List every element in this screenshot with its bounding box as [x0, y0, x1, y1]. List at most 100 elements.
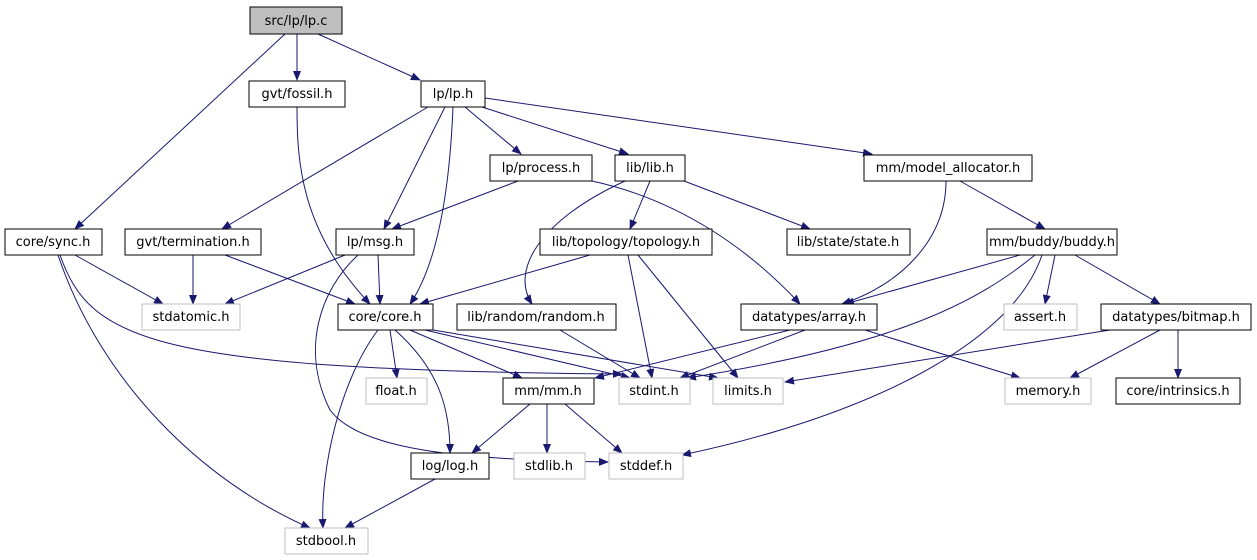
edge-msg-stddef	[315, 254, 609, 466]
node-float-h[interactable]: float.h	[365, 377, 428, 405]
node-label: lp/lp.h	[433, 87, 473, 102]
node-lib-lib-h[interactable]: lib/lib.h	[614, 154, 686, 182]
edge-msg-core	[375, 254, 384, 305]
edge-log-stdbool	[344, 478, 436, 529]
node-mm-mm-h[interactable]: mm/mm.h	[502, 377, 595, 405]
edge-bitmap-limits	[784, 329, 1111, 385]
node-stdatomic-h[interactable]: stdatomic.h	[141, 303, 241, 331]
edge-topology-limits	[637, 254, 739, 379]
edge-lpc-lph	[317, 33, 421, 81]
edge-mm-log	[471, 403, 531, 454]
edge-lpc-sync	[74, 33, 286, 230]
node-src-lp-lp-c[interactable]: src/lp/lp.c	[249, 6, 343, 35]
edge-sync-stdatomic	[74, 254, 164, 305]
node-label: lp/msg.h	[347, 235, 403, 250]
edge-lph-msg	[383, 106, 446, 230]
node-label: float.h	[375, 384, 417, 399]
edge-allocator-buddy	[959, 180, 1046, 230]
edge-lph-lib	[481, 106, 629, 156]
node-label: memory.h	[1016, 384, 1081, 399]
node-lib-topology-topology-h[interactable]: lib/topology/topology.h	[539, 228, 713, 256]
node-core-sync-h[interactable]: core/sync.h	[4, 228, 103, 256]
node-label: lp/process.h	[502, 161, 581, 176]
node-log-log-h[interactable]: log/log.h	[410, 452, 490, 480]
edge-array-stdint	[679, 329, 806, 379]
edge-topology-core	[419, 254, 591, 306]
edge-buddy-stdint	[686, 254, 1036, 381]
edge-sync-stdbool	[57, 254, 311, 529]
node-stdint-h[interactable]: stdint.h	[618, 377, 691, 405]
node-label: mm/model_allocator.h	[876, 161, 1021, 176]
edge-process-msg	[391, 180, 519, 230]
edge-lph-term	[221, 106, 429, 230]
node-assert-h[interactable]: assert.h	[1003, 303, 1078, 331]
edge-array-memory	[864, 329, 1021, 380]
node-stdbool-h[interactable]: stdbool.h	[284, 527, 369, 555]
nodes: src/lp/lp.c gvt/fossil.h lp/lp.h core/sy…	[4, 6, 1252, 555]
edge-core-log	[394, 329, 454, 454]
node-lp-msg-h[interactable]: lp/msg.h	[335, 228, 415, 256]
node-label: lib/random/random.h	[467, 310, 604, 325]
node-label: stdatomic.h	[153, 310, 230, 325]
node-label: lib/lib.h	[626, 161, 674, 176]
node-datatypes-array-h[interactable]: datatypes/array.h	[740, 303, 878, 331]
edge-lib-topology	[629, 180, 651, 230]
edge-core-mm	[409, 329, 523, 379]
node-label: src/lp/lp.c	[265, 14, 328, 29]
edge-msg-stdatomic	[224, 254, 346, 305]
node-label: core/core.h	[348, 310, 421, 325]
node-gvt-fossil-h[interactable]: gvt/fossil.h	[248, 80, 346, 108]
node-datatypes-bitmap-h[interactable]: datatypes/bitmap.h	[1100, 303, 1252, 331]
edges	[57, 33, 1182, 529]
edge-lph-allocator	[484, 97, 873, 157]
node-label: lib/state/state.h	[797, 235, 899, 250]
edge-core-stdint	[424, 329, 631, 380]
node-label: limits.h	[724, 384, 772, 399]
node-label: stddef.h	[620, 459, 672, 474]
node-label: mm/mm.h	[514, 384, 581, 399]
edge-topology-stdint	[627, 254, 655, 379]
node-label: log/log.h	[422, 459, 478, 474]
node-label: mm/buddy/buddy.h	[989, 235, 1115, 250]
edge-core-stdbool	[318, 329, 379, 529]
node-mm-model-allocator-h[interactable]: mm/model_allocator.h	[863, 154, 1033, 182]
edge-core-limits	[432, 329, 719, 381]
node-stddef-h[interactable]: stddef.h	[608, 452, 684, 480]
edge-fossil-core	[296, 106, 371, 305]
node-lp-lp-h[interactable]: lp/lp.h	[420, 80, 486, 108]
edge-lib-state	[683, 180, 811, 230]
node-limits-h[interactable]: limits.h	[712, 377, 784, 405]
node-label: stdlib.h	[525, 459, 573, 474]
edge-buddy-array	[844, 254, 1021, 306]
node-label: stdint.h	[629, 384, 678, 399]
node-lp-process-h[interactable]: lp/process.h	[489, 154, 593, 182]
node-label: gvt/termination.h	[136, 235, 249, 250]
node-mm-buddy-buddy-h[interactable]: mm/buddy/buddy.h	[986, 228, 1118, 256]
edge-term-core	[224, 254, 356, 305]
node-label: datatypes/array.h	[752, 310, 866, 325]
edge-sync-stdint	[59, 254, 623, 378]
node-label: core/intrinsics.h	[1126, 384, 1229, 399]
edge-lib-random	[523, 180, 626, 305]
node-gvt-termination-h[interactable]: gvt/termination.h	[124, 228, 262, 256]
node-label: assert.h	[1014, 310, 1066, 325]
edge-bitmap-memory	[1069, 329, 1161, 379]
node-lib-state-state-h[interactable]: lib/state/state.h	[786, 228, 911, 256]
edge-buddy-bitmap	[1074, 254, 1161, 305]
edge-lph-process	[464, 106, 522, 155]
node-label: core/sync.h	[16, 235, 91, 250]
node-core-intrinsics-h[interactable]: core/intrinsics.h	[1115, 377, 1241, 405]
node-core-core-h[interactable]: core/core.h	[337, 303, 434, 331]
node-lib-random-random-h[interactable]: lib/random/random.h	[456, 303, 617, 331]
node-stdlib-h[interactable]: stdlib.h	[513, 452, 586, 480]
node-label: gvt/fossil.h	[261, 87, 332, 102]
edge-buddy-stddef	[681, 254, 1043, 458]
edge-array-mm	[594, 329, 791, 380]
edge-buddy-assert	[1042, 254, 1056, 305]
edge-core-float	[389, 329, 400, 379]
node-label: datatypes/bitmap.h	[1112, 310, 1240, 325]
edge-allocator-array	[841, 180, 947, 305]
node-label: stdbool.h	[296, 534, 356, 549]
node-memory-h[interactable]: memory.h	[1004, 377, 1092, 405]
